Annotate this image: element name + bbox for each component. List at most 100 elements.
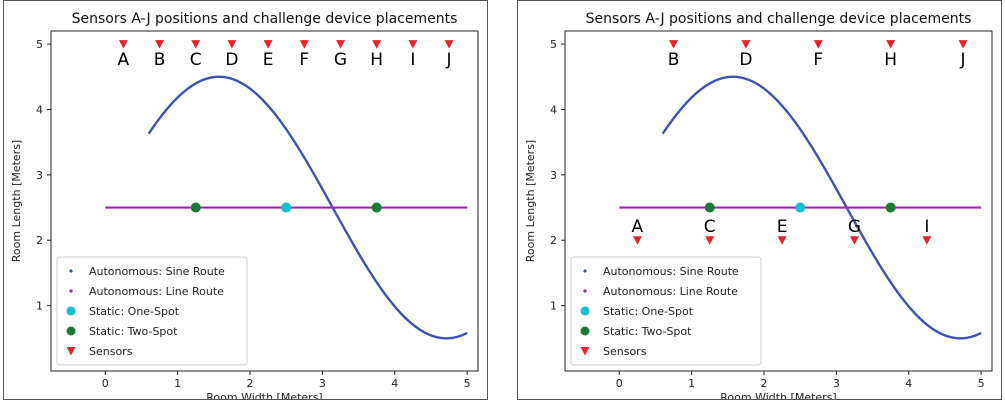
two-spot-point (371, 202, 382, 213)
sensor-label-J: J (960, 50, 966, 70)
legend-circle-marker (580, 326, 590, 336)
sensor-marker (444, 40, 454, 49)
sensor-label-J: J (446, 50, 452, 70)
sine-route-line (147, 75, 468, 340)
sensor-marker (958, 40, 968, 49)
y-tick-label: 1 (550, 300, 557, 313)
sensor-marker (777, 236, 787, 245)
legend-circle-marker (66, 306, 76, 316)
plot-frame (564, 30, 993, 372)
legend-box (56, 256, 248, 366)
x-tick-label: 0 (102, 377, 109, 390)
x-tick-label: 2 (247, 377, 254, 390)
legend-label: Static: One-Spot (89, 305, 180, 318)
sensor-label-D: D (739, 50, 752, 70)
chart-title: Sensors A-J positions and challenge devi… (586, 11, 972, 27)
sensor-label-E: E (263, 50, 274, 70)
sensor-marker (849, 236, 859, 245)
sensor-marker (372, 40, 382, 49)
sensor-marker (227, 40, 237, 49)
sensor-label-A: A (118, 50, 130, 70)
y-tick-label: 3 (36, 169, 43, 182)
x-axis-label: Room Width [Meters] (206, 391, 322, 399)
legend-triangle-marker (66, 347, 76, 356)
legend-dot-marker (69, 269, 73, 273)
chart-svg-left: Sensors A-J positions and challenge devi… (10, 11, 479, 399)
sensor-marker (705, 236, 715, 245)
sensor-label-F: F (299, 50, 309, 70)
x-tick-label: 1 (174, 377, 181, 390)
sensor-label-I: I (924, 217, 929, 237)
x-tick-label: 4 (905, 377, 912, 390)
x-tick-label: 4 (391, 377, 398, 390)
one-spot-point (795, 202, 806, 213)
one-spot-point (281, 202, 292, 213)
sensor-label-E: E (777, 217, 788, 237)
legend-dot-marker (583, 269, 587, 273)
chart-panel-right: Sensors A-J positions and challenge devi… (517, 0, 1002, 400)
y-tick-label: 4 (36, 103, 43, 116)
sensor-label-C: C (704, 217, 716, 237)
x-tick-label: 3 (833, 377, 840, 390)
sensor-label-H: H (370, 50, 383, 70)
legend-label: Static: Two-Spot (603, 325, 692, 338)
legend-label: Autonomous: Line Route (603, 285, 738, 298)
sensor-marker (155, 40, 165, 49)
y-axis-label: Room Length [Meters] (10, 140, 23, 262)
y-tick-label: 1 (36, 300, 43, 313)
y-tick-label: 5 (550, 38, 557, 51)
sensor-label-B: B (154, 50, 166, 70)
two-spot-point (885, 202, 896, 213)
sensor-marker (408, 40, 418, 49)
legend-circle-marker (580, 306, 590, 316)
sensor-label-A: A (632, 217, 644, 237)
sensor-marker (263, 40, 273, 49)
plot-frame (50, 30, 479, 372)
legend-label: Sensors (89, 345, 133, 358)
x-axis-label: Room Width [Meters] (720, 391, 836, 399)
sensor-label-C: C (190, 50, 202, 70)
x-tick-label: 5 (464, 377, 471, 390)
y-axis-label: Room Length [Meters] (524, 140, 537, 262)
legend-dot-marker (583, 289, 587, 293)
y-tick-label: 2 (550, 234, 557, 247)
legend-circle-marker (66, 326, 76, 336)
chart-title: Sensors A-J positions and challenge devi… (72, 11, 458, 27)
sensor-label-H: H (884, 50, 897, 70)
sensor-marker (813, 40, 823, 49)
legend-label: Sensors (603, 345, 647, 358)
sensor-label-G: G (848, 217, 861, 237)
sensor-marker (922, 236, 932, 245)
legend-label: Autonomous: Sine Route (603, 265, 739, 278)
y-tick-label: 3 (550, 169, 557, 182)
chart-panel-left: Sensors A-J positions and challenge devi… (3, 0, 488, 400)
legend-label: Autonomous: Sine Route (89, 265, 225, 278)
sensor-marker (886, 40, 896, 49)
x-tick-label: 5 (978, 377, 985, 390)
sensor-label-I: I (410, 50, 415, 70)
sensor-marker (118, 40, 128, 49)
legend-triangle-marker (580, 347, 590, 356)
sensor-marker (741, 40, 751, 49)
legend-label: Autonomous: Line Route (89, 285, 224, 298)
sensor-marker (632, 236, 642, 245)
sensor-marker (191, 40, 201, 49)
legend-dot-marker (69, 289, 73, 293)
x-tick-label: 1 (688, 377, 695, 390)
y-tick-label: 5 (36, 38, 43, 51)
sine-route-line (661, 75, 982, 340)
x-tick-label: 2 (761, 377, 768, 390)
sensor-label-B: B (668, 50, 680, 70)
two-spot-point (704, 202, 715, 213)
legend-label: Static: Two-Spot (89, 325, 178, 338)
y-tick-label: 2 (36, 234, 43, 247)
legend-label: Static: One-Spot (603, 305, 694, 318)
chart-svg-right: Sensors A-J positions and challenge devi… (524, 11, 993, 399)
x-tick-label: 3 (319, 377, 326, 390)
legend-box (570, 256, 762, 366)
sensor-marker (299, 40, 309, 49)
